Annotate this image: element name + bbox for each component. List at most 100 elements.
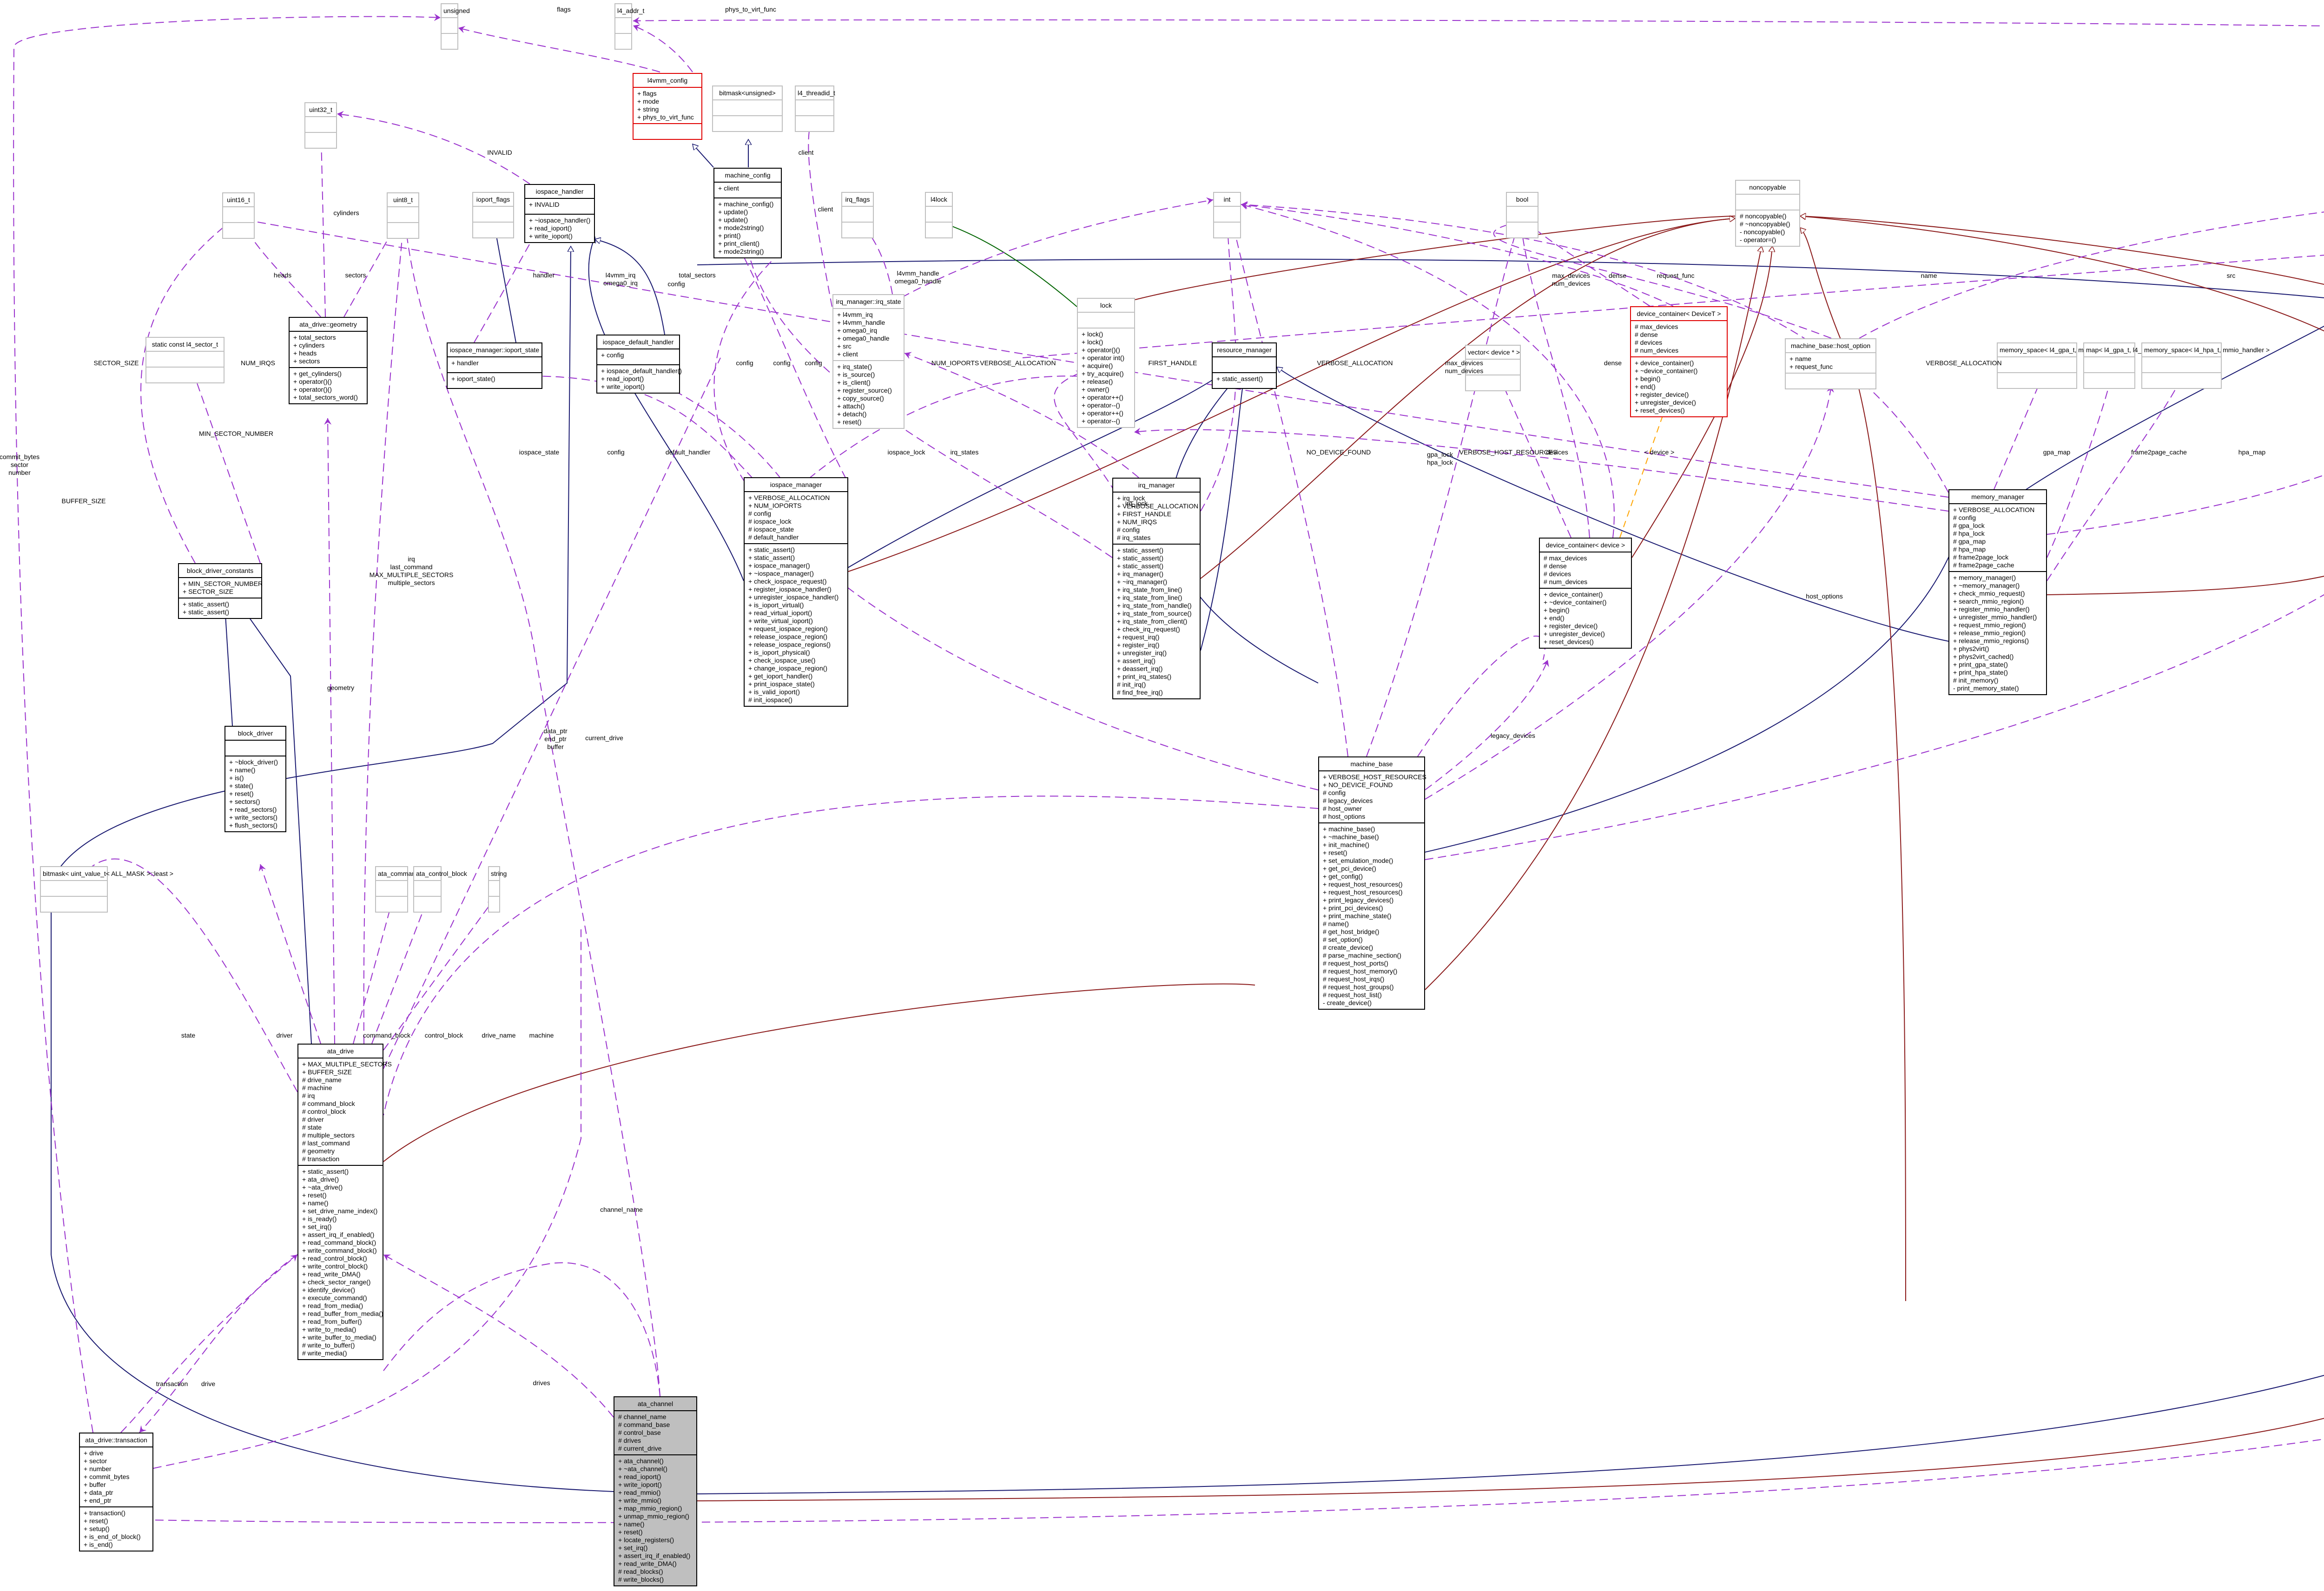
- class-node-l4lock[interactable]: l4lock: [925, 192, 953, 238]
- method-item: + ~irq_manager(): [1117, 578, 1168, 585]
- method-item: + phys2virt(): [1953, 645, 1989, 652]
- method-item: + mode2string(): [718, 248, 764, 255]
- attribute-item: + VERBOSE_ALLOCATION: [1117, 502, 1199, 510]
- method-list: [473, 223, 513, 237]
- class-node-irq-manager[interactable]: irq_manager+ irq_lock+ VERBOSE_ALLOCATIO…: [1112, 478, 1201, 699]
- method-item: + print_legacy_devices(): [1323, 896, 1394, 904]
- method-item: + name(): [229, 766, 256, 774]
- class-node-iospace-handler[interactable]: iospace_handler+ INVALID+ ~iospace_handl…: [524, 184, 595, 243]
- class-node-l4-threadid-t[interactable]: l4_threadid_t: [795, 85, 835, 132]
- edge-label: max_devices num_devices: [1445, 359, 1484, 375]
- class-node-block-driver-constants[interactable]: block_driver_constants+ MIN_SECTOR_NUMBE…: [178, 563, 263, 619]
- attribute-list: [926, 207, 952, 223]
- class-node-int[interactable]: int: [1213, 192, 1241, 238]
- edge-label: state: [181, 1032, 196, 1039]
- attribute-item: + omega0_handle: [837, 335, 890, 342]
- method-item: + device_container(): [1544, 591, 1603, 598]
- method-item: + request_mmio_region(): [1953, 621, 2026, 629]
- method-item: - noncopyable(): [1740, 228, 1785, 236]
- class-node-machine-config[interactable]: machine_config+ client+ machine_config()…: [713, 168, 782, 258]
- class-node-string[interactable]: string: [488, 866, 507, 913]
- class-node-memory-space-hpa[interactable]: memory_space< l4_hpa_t, mmio_handler >: [2141, 342, 2270, 389]
- attribute-item: + VERBOSE_ALLOCATION: [748, 494, 830, 501]
- edge-label: iospace_lock: [887, 448, 925, 456]
- method-item: + set_irq(): [302, 1223, 332, 1230]
- method-item: + read_ioport(): [618, 1473, 661, 1480]
- edge-label: handler: [533, 271, 555, 279]
- class-node-iospace-default-handler[interactable]: iospace_default_handler+ config+ iospace…: [596, 335, 682, 394]
- attribute-item: + FIRST_HANDLE: [1117, 510, 1172, 518]
- class-node-l4vmm-config[interactable]: l4vmm_config+ flags+ mode+ string+ phys_…: [633, 73, 702, 140]
- edge-label: config: [607, 448, 625, 456]
- class-title: uint16_t: [223, 193, 254, 207]
- class-node-ata-channel[interactable]: ata_channel# channel_name# command_base#…: [614, 1396, 697, 1586]
- edge-label: irq last_command MAX_MULTIPLE_SECTORS mu…: [369, 555, 454, 586]
- class-node-ata-drive-transaction[interactable]: ata_drive::transaction+ drive+ sector+ n…: [79, 1433, 153, 1552]
- class-node-map-gpa-hva[interactable]: map< l4_gpa_t, l4_hva_t >: [2083, 342, 2163, 389]
- class-node-block-driver[interactable]: block_driver+ ~block_driver()+ name()+ i…: [224, 726, 286, 832]
- method-item: # parse_machine_section(): [1323, 952, 1401, 959]
- class-node-irq-state[interactable]: irq_manager::irq_state+ l4vmm_irq+ l4vmm…: [832, 294, 905, 429]
- class-title: unsigned: [442, 4, 470, 18]
- attribute-item: + BUFFER_SIZE: [302, 1068, 352, 1076]
- method-item: + device_container(): [1635, 359, 1694, 367]
- class-node-memory-space-gpa[interactable]: memory_space< l4_gpa_t, mmio_handler >: [1997, 342, 2125, 389]
- method-item: + get_ioport_handler(): [748, 672, 813, 680]
- method-item: + read_from_buffer(): [302, 1318, 362, 1325]
- method-item: + check_mmio_request(): [1953, 590, 2025, 597]
- edge-label: SECTOR_SIZE: [93, 359, 139, 367]
- class-node-host-option[interactable]: machine_base::host_option+ name+ request…: [1785, 338, 1876, 389]
- method-item: + try_acquire(): [1082, 370, 1124, 377]
- class-node-ata-control-block[interactable]: ata_control_block: [413, 866, 467, 913]
- class-node-l4-addr-t[interactable]: l4_addr_t: [614, 3, 644, 50]
- class-node-resource-manager[interactable]: resource_manager+ static_assert(): [1212, 342, 1277, 389]
- edge-label: dense: [1604, 359, 1622, 367]
- method-item: + irq_state(): [837, 363, 872, 370]
- class-node-irq-flags[interactable]: irq_flags: [841, 192, 874, 238]
- class-node-uint16-t[interactable]: uint16_t: [222, 192, 255, 239]
- class-node-geometry[interactable]: ata_drive::geometry+ total_sectors+ cyli…: [289, 317, 368, 404]
- class-node-memory-manager[interactable]: memory_manager+ VERBOSE_ALLOCATION# conf…: [1948, 489, 2047, 695]
- method-list: [2142, 373, 2221, 388]
- class-node-static-l4-sector-t[interactable]: static const l4_sector_t: [145, 337, 224, 383]
- class-node-ioport-flags[interactable]: ioport_flags: [472, 192, 514, 238]
- class-node-iospace-manager[interactable]: iospace_manager+ VERBOSE_ALLOCATION+ NUM…: [744, 477, 848, 707]
- method-list: + device_container()+ ~device_container(…: [1631, 357, 1727, 416]
- class-node-ioport-state[interactable]: iospace_manager::ioport_state+ handler+ …: [447, 342, 542, 389]
- attribute-item: # control_block: [302, 1108, 346, 1115]
- class-node-ata-drive[interactable]: ata_drive+ MAX_MULTIPLE_SECTORS+ BUFFER_…: [297, 1044, 392, 1360]
- class-node-bitmask-uint-value[interactable]: bitmask< uint_value_t< ALL_MASK >::least…: [40, 866, 173, 913]
- class-node-device-container-T[interactable]: device_container< DeviceT ># max_devices…: [1630, 306, 1728, 417]
- edge-label: MIN_SECTOR_NUMBER: [199, 430, 273, 437]
- class-node-noncopyable[interactable]: noncopyable# noncopyable()# ~noncopyable…: [1735, 180, 1800, 247]
- class-node-device-container-device[interactable]: device_container< device ># max_devices#…: [1539, 538, 1632, 649]
- class-node-bitmask-unsigned[interactable]: bitmask<unsigned>: [712, 85, 783, 132]
- method-item: + reset_devices(): [1544, 638, 1594, 645]
- attribute-item: # driver: [302, 1116, 324, 1123]
- method-item: + operator--(): [1082, 401, 1120, 409]
- class-node-machine-base[interactable]: machine_base+ VERBOSE_HOST_RESOURCES+ NO…: [1318, 756, 1426, 1010]
- method-item: + request_host_resources(): [1323, 888, 1403, 896]
- method-item: + register_source(): [837, 387, 892, 394]
- class-node-unsigned[interactable]: unsigned: [441, 3, 470, 50]
- method-list: [926, 223, 952, 237]
- method-item: + operator()(): [293, 386, 332, 393]
- class-node-vector-device[interactable]: vector< device * >: [1465, 345, 1521, 391]
- method-item: + name(): [618, 1520, 645, 1528]
- method-item: + assert_irq(): [1117, 657, 1155, 664]
- class-node-bool[interactable]: bool: [1506, 192, 1538, 238]
- attribute-list: [146, 352, 224, 368]
- class-node-ata-command-block[interactable]: ata_command_block: [375, 866, 438, 913]
- class-node-uint32-t[interactable]: uint32_t: [304, 102, 337, 149]
- method-item: + state(): [229, 782, 253, 789]
- method-item: + write_to_media(): [302, 1326, 357, 1333]
- attribute-item: + data_ptr: [84, 1489, 113, 1496]
- class-title: ioport_flags: [473, 193, 513, 207]
- class-title: uint32_t: [305, 103, 336, 117]
- method-item: + write_virtual_ioport(): [748, 617, 813, 625]
- attribute-item: + client: [837, 350, 858, 358]
- attribute-item: + buffer: [84, 1481, 106, 1488]
- class-node-lock[interactable]: lock+ lock()+ lock()+ operator()()+ oper…: [1077, 298, 1135, 428]
- class-node-uint8-t[interactable]: uint8_t: [387, 192, 419, 239]
- method-item: + write_ioport(): [618, 1481, 662, 1488]
